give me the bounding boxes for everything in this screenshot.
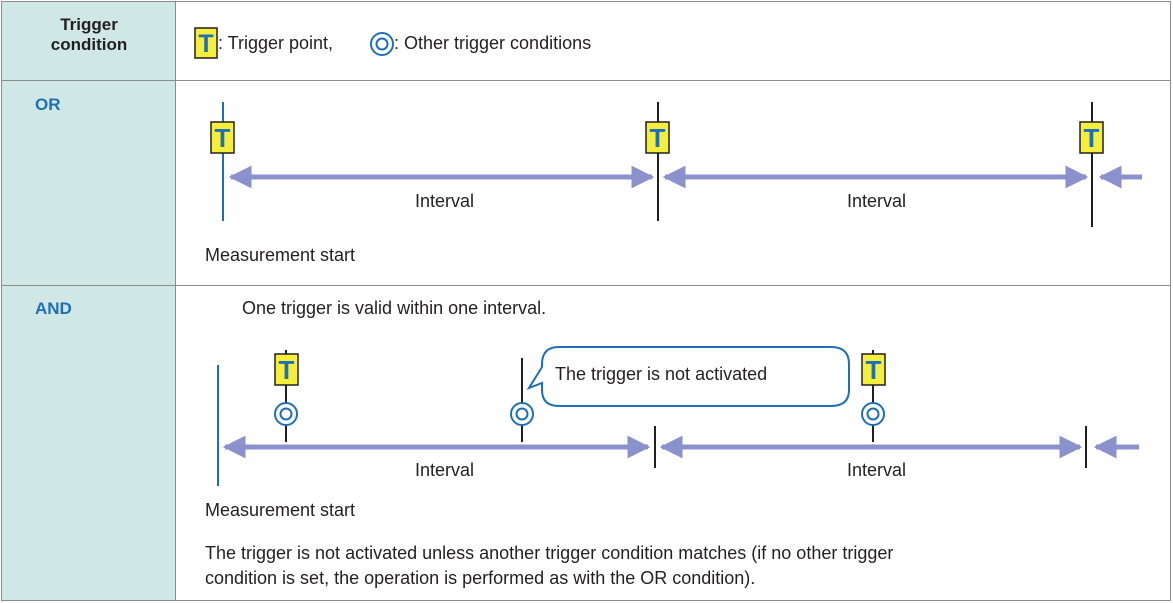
callout-text: The trigger is not activated <box>555 364 768 384</box>
and-label-cell <box>2 286 176 600</box>
svg-text:T: T <box>279 355 295 385</box>
svg-text:T: T <box>1084 123 1100 153</box>
trigger-point-icon-letter: T <box>198 30 213 58</box>
or-interval-label: Interval <box>847 191 907 211</box>
and-note: The trigger is not activated unless anot… <box>205 541 893 591</box>
other-condition-icon-inner <box>375 37 389 51</box>
svg-text:T: T <box>650 123 666 153</box>
trigger-point-icon <box>194 27 218 59</box>
trigger-point-icon: T <box>274 353 299 386</box>
and-note-line: The trigger is not activated unless anot… <box>205 543 894 563</box>
legend-other-conditions-text: : Other trigger conditions <box>394 33 592 53</box>
row-divider <box>2 80 1170 81</box>
or-interval-label: Interval <box>415 191 475 211</box>
svg-text:T: T <box>215 123 231 153</box>
trigger-point-icon: T <box>1079 121 1104 154</box>
row-divider <box>2 285 1170 286</box>
other-condition-icon <box>370 32 394 56</box>
header-label: Trigger condition <box>50 15 128 54</box>
trigger-point-icon: T <box>645 121 670 154</box>
and-label: AND <box>35 299 72 318</box>
other-condition-icon <box>510 402 534 426</box>
trigger-point-icon: T <box>210 121 235 154</box>
header-label-cell <box>2 2 176 80</box>
and-interval-label: Interval <box>847 460 907 480</box>
or-label-cell <box>2 81 176 285</box>
svg-text:T: T <box>866 355 882 385</box>
and-measurement-start: Measurement start <box>205 500 356 520</box>
and-note-line: condition is set, the operation is perfo… <box>205 568 756 588</box>
legend-trigger-point-text: : Trigger point, <box>218 33 334 53</box>
and-intro-text: One trigger is valid within one interval… <box>242 298 547 318</box>
other-condition-icon <box>274 402 298 426</box>
other-condition-icon <box>861 402 885 426</box>
or-measurement-start: Measurement start <box>205 245 356 265</box>
or-label: OR <box>35 95 61 114</box>
callout-bubble <box>526 346 850 407</box>
trigger-point-icon: T <box>861 353 886 386</box>
and-interval-label: Interval <box>415 460 475 480</box>
